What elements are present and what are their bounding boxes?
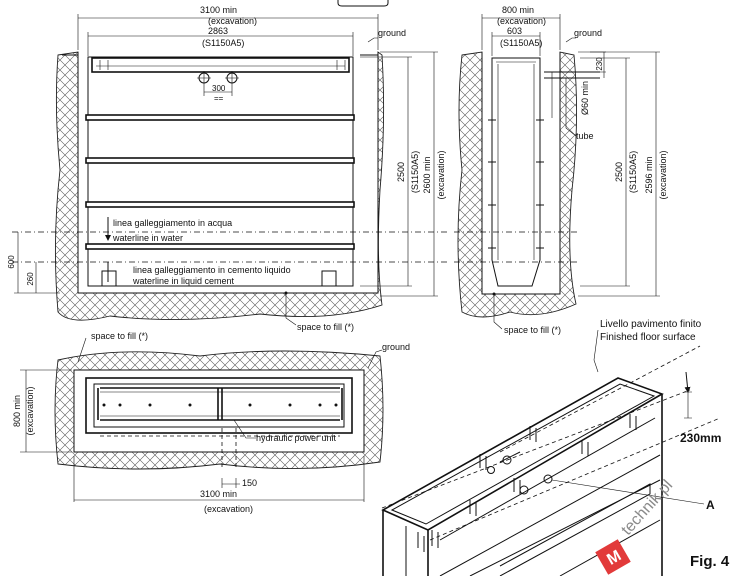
iso-floor-en: Finished floor surface	[600, 332, 696, 343]
side-tube-diameter: Ø60 min	[580, 81, 590, 115]
side-ground-label: ground	[574, 28, 602, 38]
side-unit-model: (S1150A5)	[500, 38, 542, 48]
front-level-260: 260	[26, 272, 35, 286]
front-unit-width: 2863	[208, 26, 228, 36]
side-height-excavation-note: (excavation)	[658, 150, 668, 199]
side-height-model: (S1150A5)	[628, 151, 638, 193]
front-hole-spacing: 300	[212, 84, 226, 93]
front-waterline-water-en: waterline in water	[112, 233, 183, 243]
side-excavation-width: 800 min	[502, 5, 534, 15]
side-space-to-fill: space to fill (*)	[504, 325, 561, 335]
front-waterline-cement-it: linea galleggiamento in cemento liquido	[133, 265, 291, 275]
plan-view: hydraulic power unit 150 space to fill (…	[12, 331, 410, 514]
front-unit-model: (S1150A5)	[202, 38, 244, 48]
side-view: tube Ø60 min 230 800 min (excavation) 60…	[454, 5, 668, 335]
side-height-unit: 2500	[614, 162, 624, 182]
plan-lift-body	[85, 377, 353, 434]
side-tube-label: tube	[576, 131, 594, 141]
front-hole-equal: ==	[214, 94, 224, 103]
plan-ground-label: ground	[382, 342, 410, 352]
plan-depth-excavation: 800 min	[12, 395, 22, 427]
plan-dim-150: 150	[242, 478, 257, 488]
iso-marker-a: A	[706, 498, 715, 512]
side-dim-230: 230	[595, 57, 604, 71]
side-lift-body	[491, 57, 541, 287]
front-waterline-cement-en: waterline in liquid cement	[132, 276, 235, 286]
front-height-unit: 2500	[396, 162, 406, 182]
front-excavation-note: (excavation)	[208, 16, 257, 26]
plan-width-excavation: 3100 min	[200, 489, 237, 499]
side-height-excavation: 2596 min	[644, 156, 654, 193]
front-space-to-fill: space to fill (*)	[297, 322, 354, 332]
front-height-excavation: 2600 min	[422, 156, 432, 193]
iso-floor-it: Livello pavimento finito	[600, 319, 702, 330]
front-view: 300 == linea galleggiamento in acqua wat…	[7, 5, 450, 332]
plan-space-to-fill: space to fill (*)	[91, 331, 148, 341]
front-ribs	[85, 114, 355, 250]
iso-view: Livello pavimento finito Finished floor …	[381, 319, 721, 576]
front-height-model: (S1150A5)	[410, 151, 420, 193]
front-level-600: 600	[7, 255, 16, 269]
plan-depth-excavation-note: (excavation)	[25, 386, 35, 435]
figure-label: Fig. 4	[690, 553, 730, 570]
side-excavation-note: (excavation)	[497, 16, 546, 26]
plan-hydraulic-label: hydraulic power unit	[256, 433, 337, 443]
iso-dim-230mm: 230mm	[680, 431, 721, 445]
front-height-excavation-note: (excavation)	[436, 150, 446, 199]
side-unit-width: 603	[507, 26, 522, 36]
front-waterline-water-it: linea galleggiamento in acqua	[113, 218, 232, 228]
front-excavation-width: 3100 min	[200, 5, 237, 15]
plan-width-excavation-note: (excavation)	[204, 504, 253, 514]
front-ground-label: ground	[378, 28, 406, 38]
